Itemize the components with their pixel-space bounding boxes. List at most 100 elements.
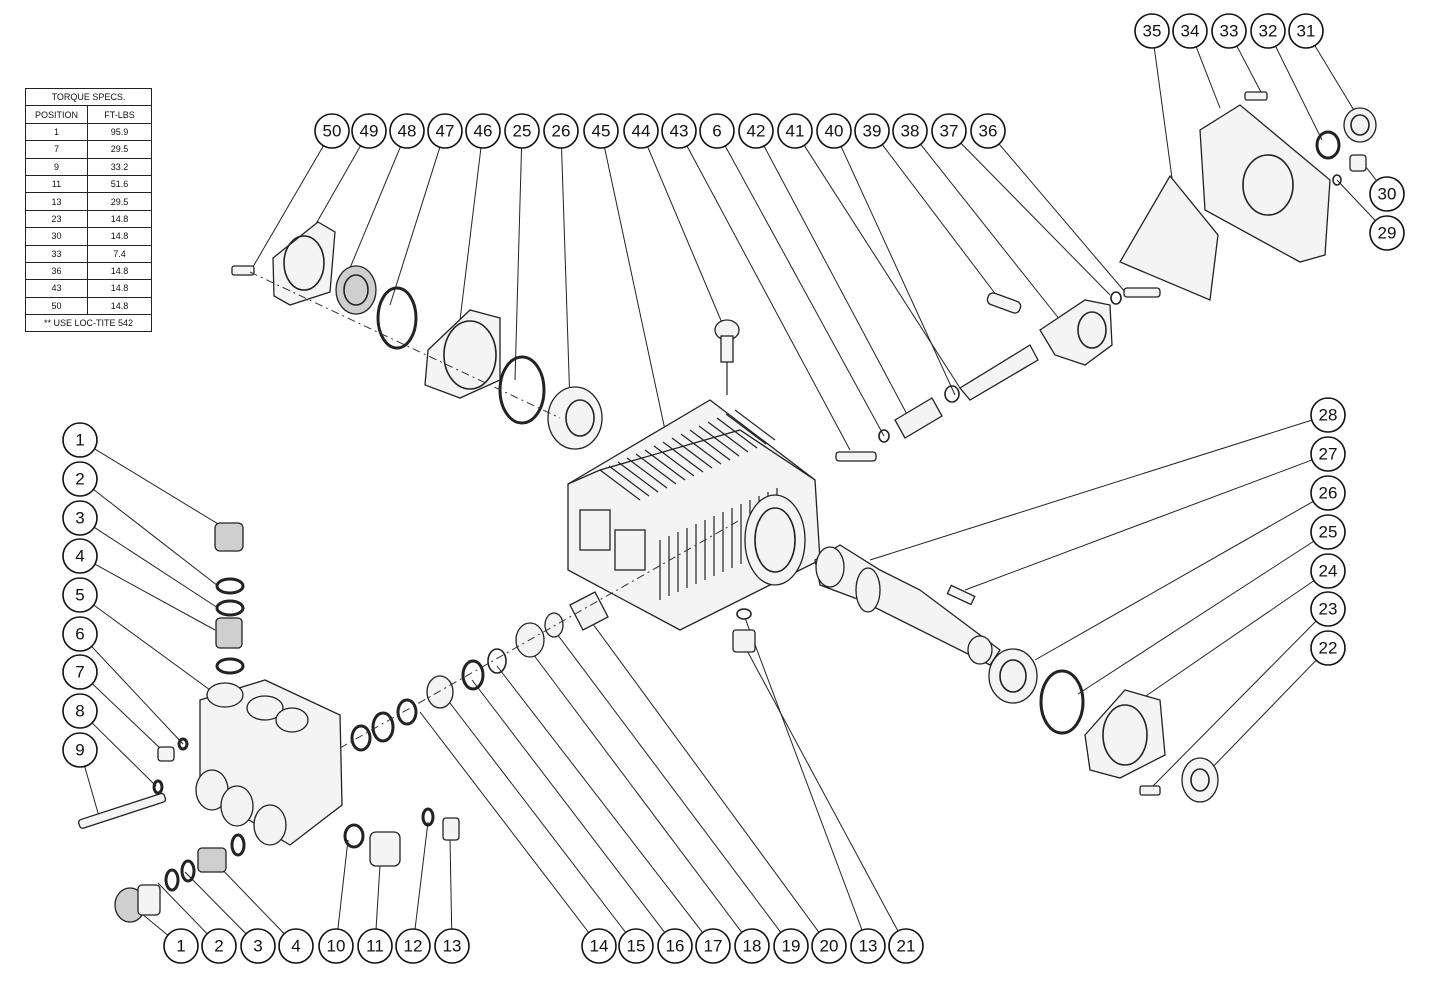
callout-circle	[163, 928, 199, 964]
leader-line	[496, 665, 704, 933]
callout-circle	[581, 928, 617, 964]
washer-12	[421, 807, 435, 827]
callout-circle	[318, 928, 354, 964]
callout-circle	[1369, 215, 1405, 251]
callout-number: 44	[632, 122, 651, 141]
torque-cell: 14.8	[87, 279, 152, 298]
callout-15: 15	[618, 928, 654, 964]
leader-line	[998, 143, 1126, 293]
washer-41	[944, 385, 960, 403]
callout-circle	[62, 538, 98, 574]
callout-circle	[351, 113, 387, 149]
callout-number: 13	[859, 937, 878, 956]
leader-line	[743, 644, 899, 932]
leader-line	[91, 683, 163, 751]
callout-circle	[1250, 13, 1286, 49]
crankcase-fin	[734, 409, 776, 441]
callout-circle	[1172, 13, 1208, 49]
leader-line	[439, 689, 627, 933]
leader-line	[471, 679, 666, 933]
leader-line	[803, 145, 961, 389]
callout-number: 2	[214, 937, 223, 956]
connecting-rod-37	[1039, 299, 1113, 366]
leader-line	[1314, 45, 1356, 113]
leader-lines	[84, 45, 1377, 936]
callout-circle	[854, 113, 890, 149]
leader-line	[553, 629, 782, 933]
sleeve-42	[894, 397, 943, 439]
crankcase-fin	[617, 461, 659, 493]
leader-line	[881, 144, 1001, 301]
callout-circle	[314, 113, 350, 149]
callout-6: 6	[699, 113, 735, 149]
callout-circle	[1310, 630, 1346, 666]
callout-6: 6	[62, 616, 98, 652]
callout-43: 43	[661, 113, 697, 149]
leader-line	[561, 147, 571, 406]
crankcase-fin	[599, 469, 641, 501]
roller-bearing-26	[547, 386, 603, 450]
callout-10: 10	[318, 928, 354, 964]
crankcase-fin	[716, 417, 758, 449]
callout-circle	[1310, 436, 1346, 472]
leader-line	[1275, 46, 1323, 141]
callout-circle	[465, 113, 501, 149]
callout-circle	[62, 732, 98, 768]
callout-20: 20	[811, 928, 847, 964]
plug-31	[1343, 107, 1377, 143]
callout-number: 29	[1378, 224, 1397, 243]
callout-circle	[850, 928, 886, 964]
callout-number: 2	[75, 470, 84, 489]
callout-number: 13	[443, 937, 462, 956]
callout-31: 31	[1288, 13, 1324, 49]
callout-circle	[504, 113, 540, 149]
callout-number: 21	[897, 937, 916, 956]
bolt-9	[77, 792, 167, 829]
flange-plate-49	[272, 221, 336, 306]
gasket-35	[1119, 174, 1219, 301]
callout-23: 23	[1310, 591, 1346, 627]
crankcase-fin	[644, 449, 686, 481]
o-ring-32	[1315, 130, 1341, 160]
callout-circle	[773, 928, 809, 964]
leader-line	[1077, 540, 1315, 695]
o-ring-47	[376, 286, 418, 350]
oil-seal-22	[1181, 757, 1219, 803]
callout-circle	[1310, 591, 1346, 627]
callout-number: 38	[901, 122, 920, 141]
callout-27: 27	[1310, 436, 1346, 472]
callout-circle	[695, 928, 731, 964]
washer-8	[152, 779, 164, 795]
callout-13: 13	[850, 928, 886, 964]
callout-number: 24	[1319, 562, 1338, 581]
valve-assembly-top	[214, 522, 245, 675]
callout-35: 35	[1134, 13, 1170, 49]
leader-line	[686, 145, 851, 451]
crankcase-fin	[635, 453, 677, 485]
crankcase-fin	[662, 441, 704, 473]
leader-line	[589, 619, 820, 933]
crankcase-fin	[653, 445, 695, 477]
callout-circle	[623, 113, 659, 149]
leader-line	[84, 766, 101, 821]
callout-number: 26	[1319, 484, 1338, 503]
callout-number: 25	[513, 122, 532, 141]
callout-circle	[357, 928, 393, 964]
callout-47: 47	[427, 113, 463, 149]
callout-38: 38	[892, 113, 928, 149]
callout-circle	[543, 113, 579, 149]
callout-26: 26	[543, 113, 579, 149]
callout-7: 7	[62, 654, 98, 690]
torque-cell: 51.6	[87, 174, 152, 194]
leader-line	[93, 604, 211, 691]
o-ring-25b	[1039, 669, 1085, 735]
callout-number: 5	[75, 586, 84, 605]
callout-number: 25	[1319, 523, 1338, 542]
callout-number: 4	[291, 937, 300, 956]
leader-line	[91, 646, 184, 745]
callout-circle	[240, 928, 276, 964]
leader-line	[157, 882, 208, 935]
